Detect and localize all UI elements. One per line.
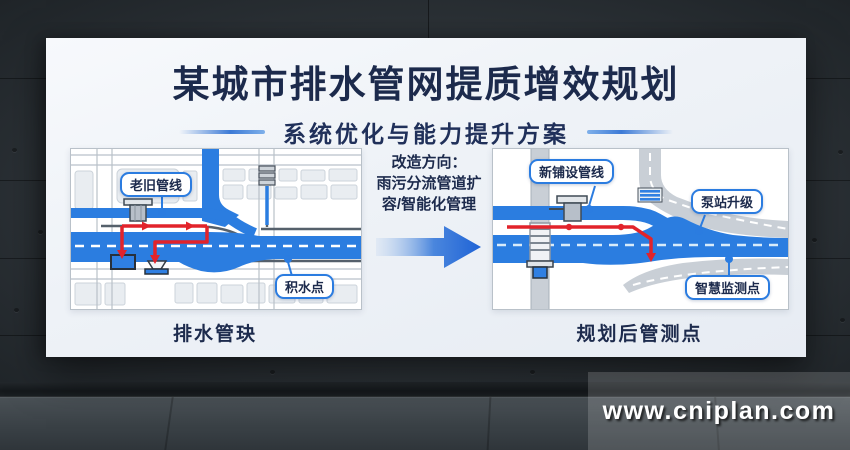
left-map-caption: 排水管玦 [172,324,257,345]
manhole-structure [123,198,153,222]
page-subtitle: 系统优化与能力提升方案 [283,121,569,147]
watermark-url: www.cniplan.com [602,396,836,425]
main-water-band [71,232,361,273]
page-title: 某城市排水管网提质增效规划 [172,64,680,105]
callout-lines [158,195,293,277]
wall-tie-hole [12,148,17,152]
manhole-structure [549,195,588,222]
subtitle-row: 系统优化与能力提升方案 [46,115,806,149]
floor-highlight [0,396,850,398]
curved-road-upper [639,149,788,238]
main-water-band [493,216,788,265]
transform-line-2: 雨污分流管道扩 [376,175,482,192]
funnel-structure [144,260,169,275]
baseboard [0,382,850,397]
wall-tie-hole [812,238,817,242]
wall-tie-hole [270,370,275,374]
new-pipe [493,206,675,235]
gate-structure [258,165,276,225]
wall-tie-hole [530,370,535,374]
wall-seam [428,0,429,38]
wall-tie-hole [838,150,843,154]
subtitle-dash-right [587,130,673,134]
right-map-panel: 新铺设管线 泵站升级 智慧监测点 [492,148,789,310]
pipe-crossing-structure [526,222,554,279]
label-old-pipeline: 老旧管线 [120,172,193,197]
old-pipeline-red [117,221,209,264]
transform-block: 改造方向： 雨污分流管道扩 容/智能化管理 [362,152,496,274]
subtitle-dash-left [179,130,265,134]
left-map-drawing [71,149,361,309]
presentation-board: 某城市排水管网提质增效规划 系统优化与能力提升方案 [46,38,806,357]
label-new-pipeline: 新铺设管线 [529,159,615,184]
upgraded-pipeline-red [507,223,656,262]
right-arrow-icon [376,226,481,268]
wall-tie-hole [14,308,19,312]
callout-lines [585,185,733,275]
narrow-pipe [71,208,257,238]
left-map-panel: 老旧管线 积水点 [70,148,362,310]
wall-tie-hole [840,318,845,322]
transform-line-1: 改造方向： [391,154,467,171]
canal-vertical [202,149,239,227]
label-smart-monitor: 智慧监测点 [685,275,771,300]
concrete-floor [0,397,850,450]
culvert-stripes [637,187,663,203]
watermark-panel: www.cniplan.com [588,372,850,450]
transform-line-3: 容/智能化管理 [381,196,477,213]
right-map-caption: 规划后管测点 [576,324,703,345]
road-centerline-lower [632,266,788,286]
label-pump-upgrade: 泵站升级 [691,189,764,214]
label-flood-point: 积水点 [275,274,335,299]
wall-tie-hole [38,230,43,234]
